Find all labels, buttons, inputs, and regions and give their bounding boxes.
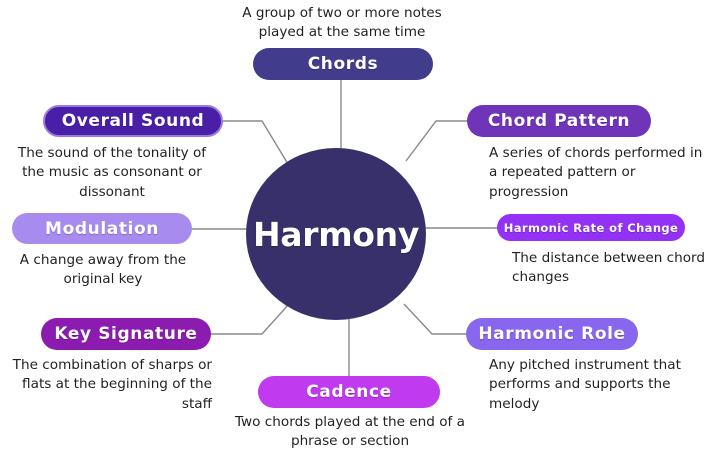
description-harmonic-rate-of-change: The distance between chord changes bbox=[512, 250, 706, 286]
center-node-label: Harmony bbox=[252, 214, 420, 254]
node-modulation[interactable]: Modulation bbox=[12, 213, 192, 244]
connector-harmonic-role bbox=[403, 303, 466, 335]
connector-key-signature bbox=[211, 303, 290, 335]
description-overall-sound: The sound of the tonality of the music a… bbox=[17, 145, 207, 200]
description-key-signature: The combination of sharps or flats at th… bbox=[12, 357, 212, 412]
connector-chord-pattern bbox=[405, 120, 467, 162]
node-chord-pattern[interactable]: Chord Pattern bbox=[467, 105, 651, 137]
description-cadence: Two chords played at the end of a phrase… bbox=[235, 414, 465, 450]
description-chords: A group of two or more notes played at t… bbox=[242, 5, 442, 41]
connector-overall-sound bbox=[222, 120, 289, 165]
node-overall-sound[interactable]: Overall Sound bbox=[43, 105, 223, 137]
center-node-harmony: Harmony bbox=[246, 148, 426, 320]
description-chord-pattern: A series of chords performed in a repeat… bbox=[489, 145, 703, 200]
node-cadence[interactable]: Cadence bbox=[258, 376, 440, 408]
node-chords[interactable]: Chords bbox=[253, 48, 433, 80]
node-harmonic-rate-of-change[interactable]: Harmonic Rate of Change bbox=[497, 214, 685, 241]
node-key-signature[interactable]: Key Signature bbox=[41, 318, 211, 350]
description-harmonic-role: Any pitched instrument that performs and… bbox=[489, 357, 681, 412]
node-harmonic-role[interactable]: Harmonic Role bbox=[466, 318, 638, 350]
description-modulation: A change away from the original key bbox=[19, 252, 187, 288]
